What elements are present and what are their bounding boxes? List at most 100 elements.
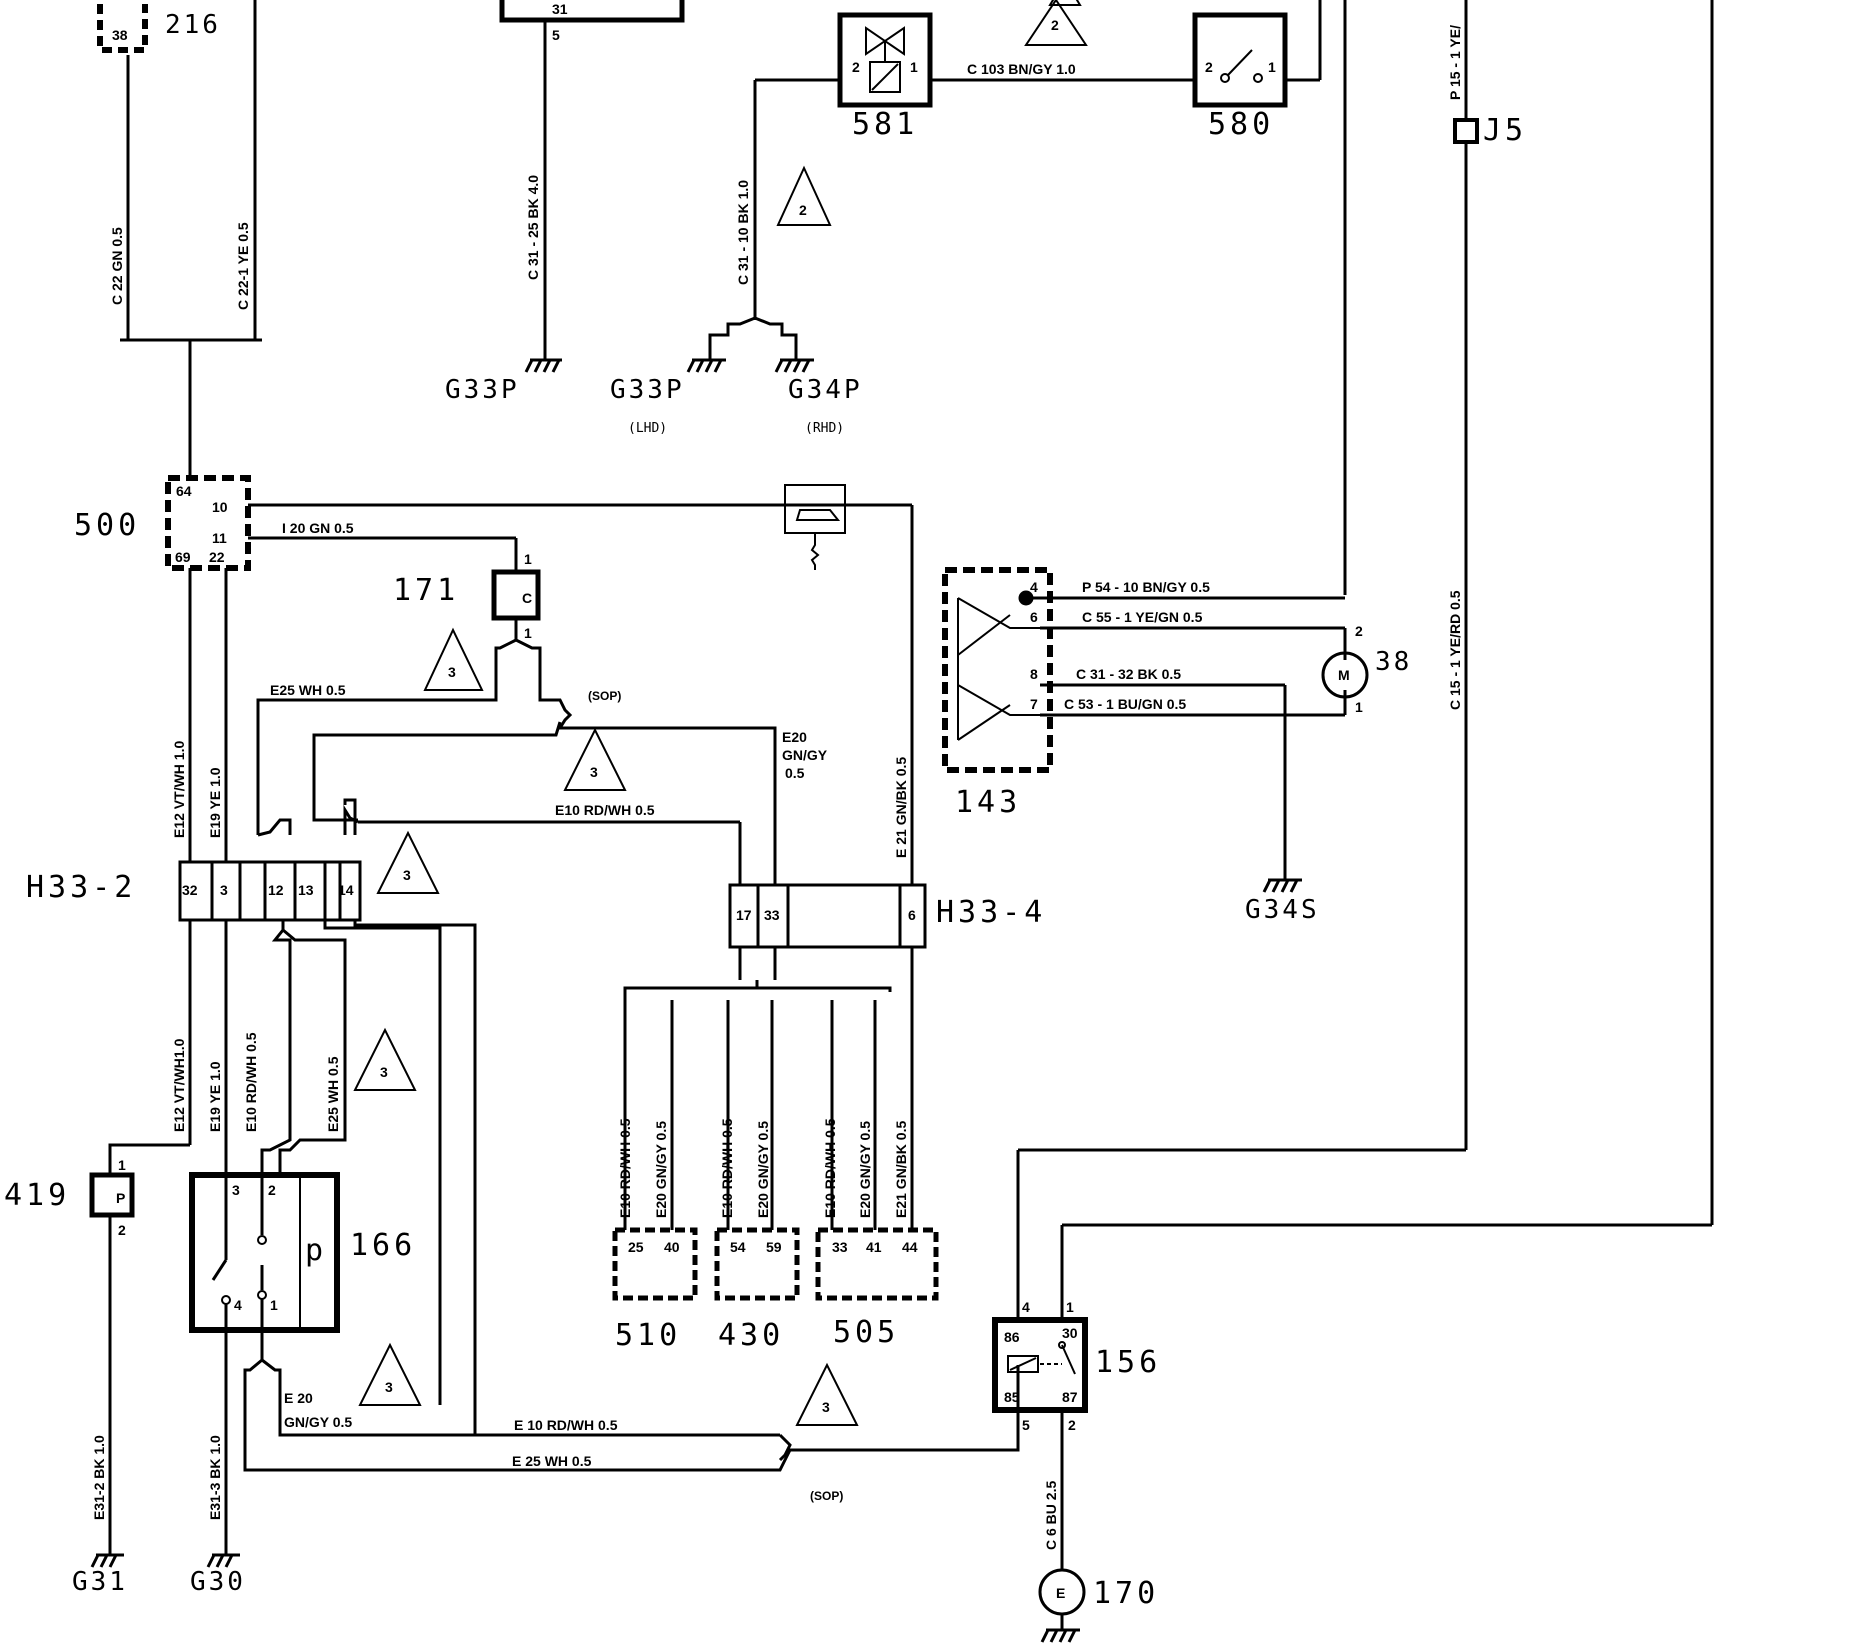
ground-g34p: G34P <box>788 375 863 405</box>
label-580: 580 <box>1208 107 1274 142</box>
pin-430-54: 54 <box>730 1239 746 1255</box>
pin-171-1a: 1 <box>524 551 532 567</box>
c170-letter: E <box>1056 1585 1065 1601</box>
ground-g30: G30 <box>190 1567 246 1597</box>
label-419: 419 <box>4 1178 70 1213</box>
label-216: 216 <box>165 10 221 40</box>
pin-h2-3: 3 <box>220 882 228 898</box>
wire-c31-10: C 31 - 10 BK 1.0 <box>735 180 751 285</box>
label-j5: J5 <box>1483 113 1527 148</box>
wire-e31-3: E31-3 BK 1.0 <box>207 1435 223 1520</box>
wire-e20-c: 0.5 <box>785 765 805 781</box>
label-h33-2: H33-2 <box>26 870 136 905</box>
pin-h2-13: 13 <box>298 882 314 898</box>
c171-letter: C <box>522 590 532 606</box>
pin-156-2: 2 <box>1068 1417 1076 1433</box>
note-3-a: 3 <box>448 664 456 680</box>
pin-580-1: 1 <box>1268 59 1276 75</box>
pin-5: 5 <box>552 27 560 43</box>
pin-505-44: 44 <box>902 1239 918 1255</box>
pin-216-38: 38 <box>112 27 128 43</box>
pin-430-59: 59 <box>766 1239 782 1255</box>
pin-156-1: 1 <box>1066 1299 1074 1315</box>
wire-c22: C 22 GN 0.5 <box>109 227 125 305</box>
wire-e12-bot: E12 VT/WH1.0 <box>171 1038 187 1132</box>
label-143: 143 <box>955 785 1021 820</box>
wire-e20-v3: E20 GN/GY 0.5 <box>857 1121 873 1218</box>
pin-h2-32: 32 <box>182 882 198 898</box>
pin-171-1b: 1 <box>524 625 532 641</box>
pin-38-2: 2 <box>1355 623 1363 639</box>
note-2-b: 2 <box>799 202 807 218</box>
label-505: 505 <box>833 1315 899 1350</box>
pin-166-2: 2 <box>268 1182 276 1198</box>
wire-e20-v2: E20 GN/GY 0.5 <box>755 1121 771 1218</box>
pin-156-5: 5 <box>1022 1417 1030 1433</box>
pin-510-40: 40 <box>664 1239 680 1255</box>
wire-e10-v3: E10 RD/WH 0.5 <box>822 1118 838 1218</box>
wire-c31-25: C 31 - 25 BK 4.0 <box>525 175 541 280</box>
wire-e20-b: GN/GY <box>782 747 828 763</box>
pin-143-6: 6 <box>1030 609 1038 625</box>
ground-g31: G31 <box>72 1567 128 1597</box>
wire-e19-top: E19 YE 1.0 <box>207 767 223 838</box>
note-3-f: 3 <box>822 1399 830 1415</box>
pin-h2-14: 14 <box>338 882 354 898</box>
pin-156-4: 4 <box>1022 1299 1030 1315</box>
c419-letter: P <box>116 1190 125 1206</box>
c166-letter: p <box>305 1233 327 1268</box>
wire-e25-top: E25 WH 0.5 <box>270 682 346 698</box>
wire-lines <box>89 0 1714 1643</box>
label-171: 171 <box>393 573 459 608</box>
pin-156-86: 86 <box>1004 1329 1020 1345</box>
wire-sop-top: (SOP) <box>588 689 621 703</box>
wire-c15-1: C 15 - 1 YE/RD 0.5 <box>1447 590 1463 710</box>
wire-e25-mid: E25 WH 0.5 <box>325 1056 341 1132</box>
wire-c103: C 103 BN/GY 1.0 <box>967 61 1076 77</box>
label-581: 581 <box>852 107 918 142</box>
wire-p54-10: P 54 - 10 BN/GY 0.5 <box>1082 579 1210 595</box>
pin-166-4: 4 <box>234 1297 242 1313</box>
pin-581-1: 1 <box>910 59 918 75</box>
pin-166-1: 1 <box>270 1297 278 1313</box>
label-38: 38 <box>1375 647 1412 677</box>
pin-500-64: 64 <box>176 483 192 499</box>
wire-e20-a: E20 <box>782 729 807 745</box>
pin-156-85: 85 <box>1004 1389 1020 1405</box>
wire-e25-bot: E 25 WH 0.5 <box>512 1453 592 1469</box>
ground-g33p-b-note: (LHD) <box>628 421 667 436</box>
wire-c6: C 6 BU 2.5 <box>1043 1481 1059 1550</box>
ground-g34s: G34S <box>1245 895 1320 925</box>
label-h33-4: H33-4 <box>936 895 1046 930</box>
pin-h4-17: 17 <box>736 907 752 923</box>
c38-letter: M <box>1338 667 1350 683</box>
pin-505-41: 41 <box>866 1239 882 1255</box>
wire-e20-v1: E20 GN/GY 0.5 <box>653 1121 669 1218</box>
wire-e20-bot-a: E 20 <box>284 1390 313 1406</box>
wire-e10-top: E10 RD/WH 0.5 <box>555 802 655 818</box>
note-3-e: 3 <box>385 1379 393 1395</box>
ground-g33p-b: G33P <box>610 375 685 405</box>
pin-500-10: 10 <box>212 499 228 515</box>
wire-e10-v1: E10 RD/WH 0.5 <box>617 1118 633 1218</box>
note-2-a: 2 <box>1051 17 1059 33</box>
ground-g34p-note: (RHD) <box>805 421 844 436</box>
wire-i20: I 20 GN 0.5 <box>282 520 354 536</box>
pin-h2-12: 12 <box>268 882 284 898</box>
pin-500-69: 69 <box>175 549 191 565</box>
wire-e10-bot: E 10 RD/WH 0.5 <box>514 1417 618 1433</box>
pin-31: 31 <box>552 1 568 17</box>
pin-143-4: 4 <box>1030 579 1038 595</box>
label-510: 510 <box>615 1318 681 1353</box>
label-170: 170 <box>1093 1576 1159 1611</box>
note-3-d: 3 <box>380 1064 388 1080</box>
pin-419-1: 1 <box>118 1157 126 1173</box>
wire-c53-1: C 53 - 1 BU/GN 0.5 <box>1064 696 1186 712</box>
pin-419-2: 2 <box>118 1222 126 1238</box>
pin-h4-6: 6 <box>908 907 916 923</box>
label-500: 500 <box>74 508 140 543</box>
label-156: 156 <box>1095 1345 1161 1380</box>
label-430: 430 <box>718 1318 784 1353</box>
pin-500-11: 11 <box>212 530 227 546</box>
